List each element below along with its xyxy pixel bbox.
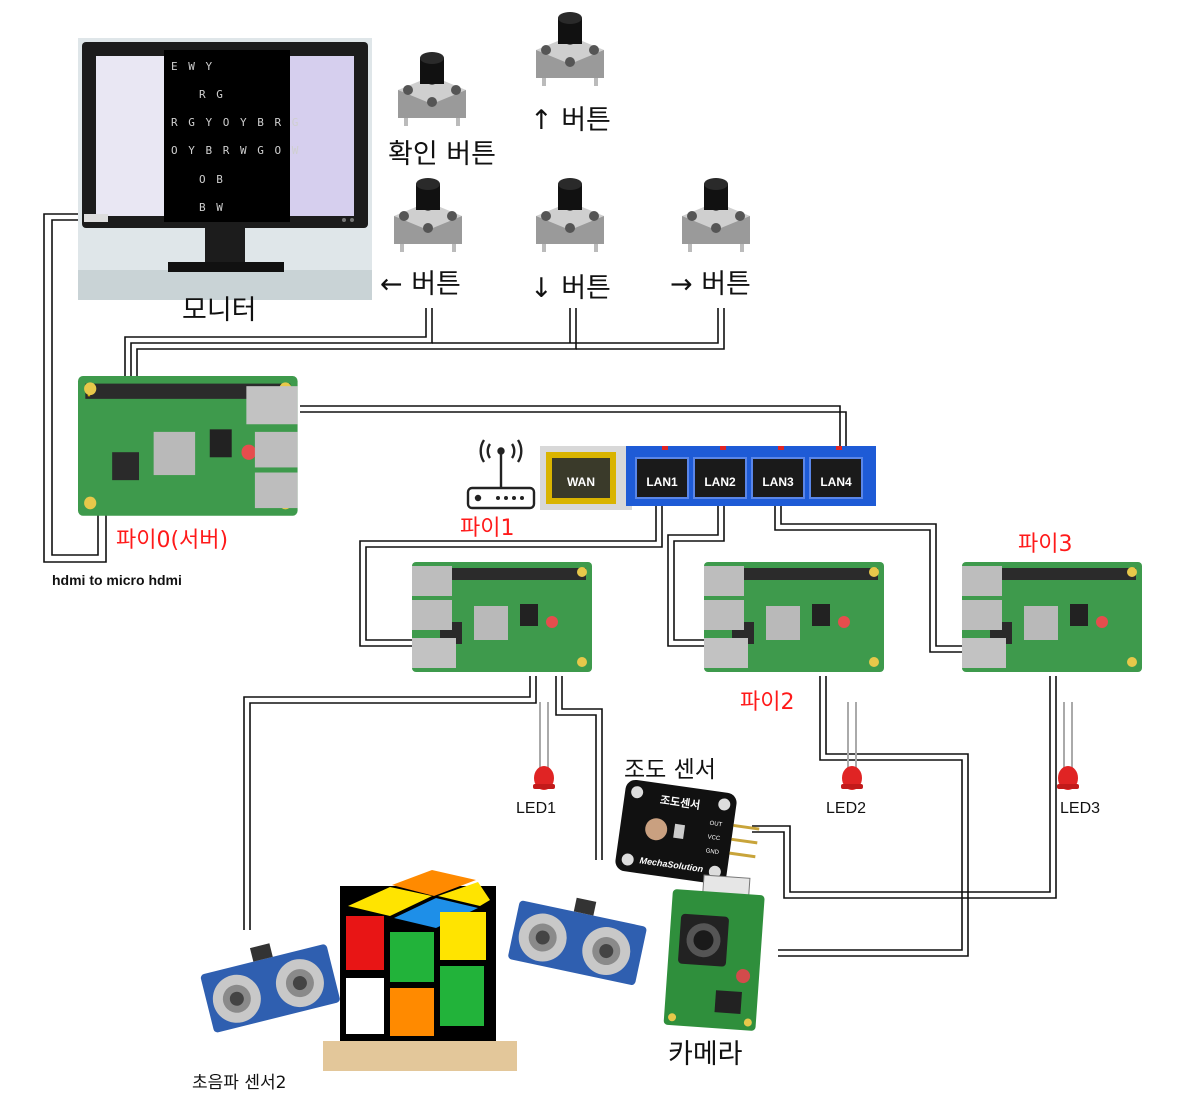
pin-vcc: VCC bbox=[707, 834, 721, 842]
pi2-board bbox=[704, 562, 884, 672]
port-wan: WAN bbox=[567, 475, 595, 489]
screen-line-1: E W Y bbox=[171, 60, 214, 73]
led1-icon bbox=[532, 701, 556, 791]
light-sensor-module-label: 조도센서 bbox=[659, 793, 701, 812]
network-switch: WAN LAN1 LAN2 LAN3 LAN4 bbox=[540, 446, 876, 510]
pi2-label: 파이2 bbox=[740, 690, 795, 715]
pi1-board bbox=[412, 562, 592, 672]
led2-label: LED2 bbox=[826, 800, 867, 817]
pi0-label: 파이0(서버) bbox=[116, 528, 229, 553]
down-button-label: ↓ 버튼 bbox=[530, 273, 611, 304]
screen-line-2: R G bbox=[199, 88, 225, 101]
wifi-router-icon bbox=[466, 439, 536, 510]
led2-icon bbox=[840, 701, 864, 791]
pin-out: OUT bbox=[709, 821, 723, 829]
port-lan2: LAN2 bbox=[704, 475, 736, 489]
led1-label: LED1 bbox=[516, 800, 557, 817]
monitor bbox=[78, 38, 372, 300]
confirm-button-label: 확인 버튼 bbox=[388, 139, 496, 170]
camera-label: 카메라 bbox=[668, 1039, 743, 1070]
ultrasonic2-label: 초음파 센서2 bbox=[192, 1073, 287, 1093]
camera-module bbox=[663, 874, 765, 1031]
led3-icon bbox=[1056, 701, 1080, 791]
monitor-label: 모니터 bbox=[182, 295, 257, 326]
pi3-label: 파이3 bbox=[1018, 532, 1073, 557]
left-button-icon bbox=[394, 178, 462, 252]
wooden-base bbox=[323, 1041, 517, 1071]
screen-line-3: R G Y O Y B R G bbox=[171, 116, 300, 129]
rubiks-cube bbox=[340, 870, 496, 1042]
light-sensor-label: 조도 센서 bbox=[624, 757, 716, 783]
led3-label: LED3 bbox=[1060, 800, 1101, 817]
up-button-label: ↑ 버튼 bbox=[530, 105, 611, 136]
screen-line-5: O B bbox=[199, 173, 225, 186]
left-button-label: ← 버튼 bbox=[380, 269, 461, 300]
ultrasonic-sensor-2 bbox=[196, 929, 341, 1034]
right-button-label: → 버튼 bbox=[670, 269, 751, 300]
hdmi-label: hdmi to micro hdmi bbox=[52, 572, 182, 588]
light-sensor-module: 조도센서 MechaSolution OUT VCC GND bbox=[615, 779, 760, 885]
right-button-icon bbox=[682, 178, 750, 252]
up-button-icon bbox=[536, 12, 604, 86]
pin-gnd: GND bbox=[705, 848, 720, 856]
screen-line-4: O Y B R W G O W bbox=[171, 144, 300, 157]
port-lan3: LAN3 bbox=[762, 475, 794, 489]
wires bbox=[43, 213, 1057, 957]
monitor-screen-text: E W Y R G R G Y O Y B R G O Y B R W G O … bbox=[171, 60, 300, 214]
port-lan1: LAN1 bbox=[646, 475, 678, 489]
pi3-board bbox=[962, 562, 1142, 672]
pi0-board bbox=[78, 376, 298, 516]
screen-line-6: B W bbox=[199, 201, 225, 214]
pi1-label: 파이1 bbox=[460, 516, 515, 541]
port-lan4: LAN4 bbox=[820, 475, 852, 489]
ultrasonic-sensor-1 bbox=[507, 886, 651, 986]
down-button-icon bbox=[536, 178, 604, 252]
confirm-button-icon bbox=[398, 52, 466, 126]
